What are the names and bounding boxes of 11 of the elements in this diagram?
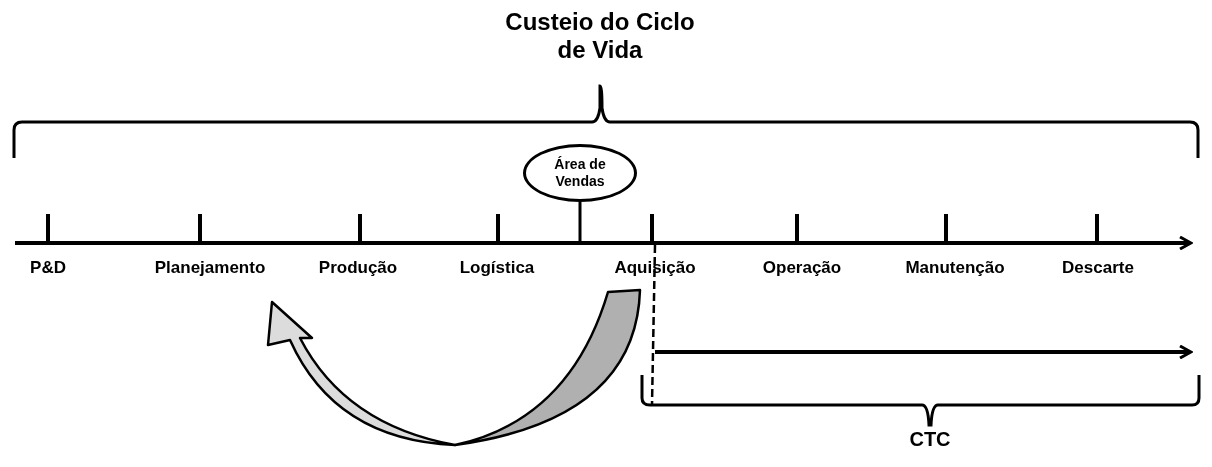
phase-label: P&D	[30, 258, 66, 278]
phase-label: Logística	[459, 258, 535, 278]
brace-label: CTC	[909, 428, 951, 451]
phase-label: Produção	[318, 258, 398, 278]
phase-label: Planejamento	[154, 258, 266, 278]
phase-label: Aquisição	[614, 258, 696, 278]
phase-label: Manutenção	[905, 258, 1005, 278]
callout-text: Área de Vendas	[553, 156, 607, 190]
phase-label: Operação	[762, 258, 842, 278]
title: Custeio do Ciclo de Vida	[505, 8, 695, 64]
phase-label: Descarte	[1062, 258, 1134, 278]
